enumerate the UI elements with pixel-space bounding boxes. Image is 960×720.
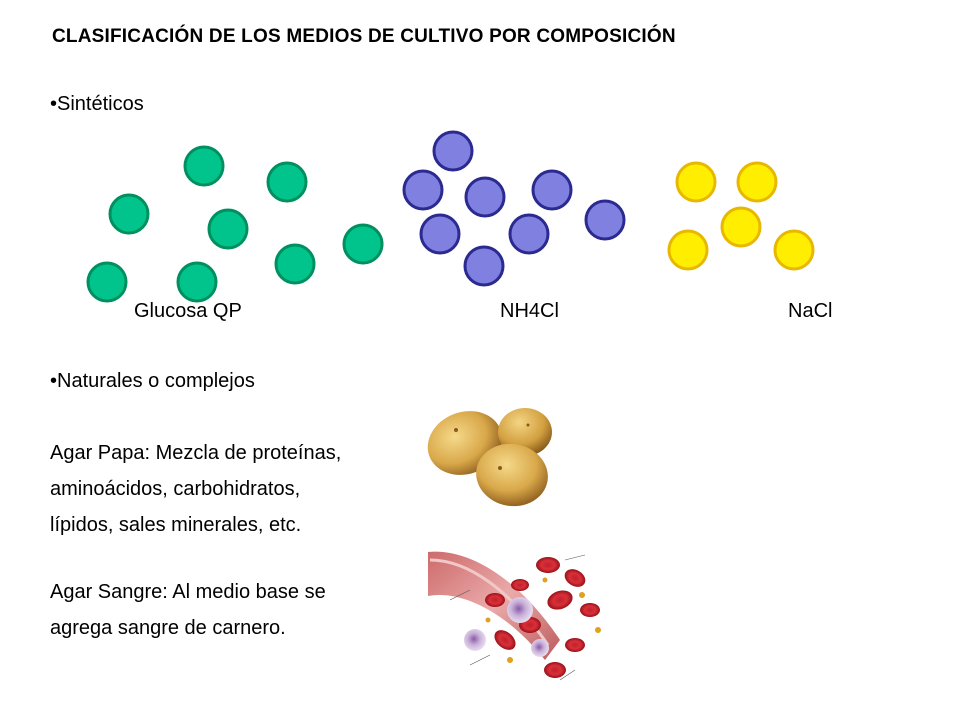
label-nacl: NaCl bbox=[788, 300, 833, 322]
glucosa-molecules bbox=[86, 145, 384, 303]
agar-papa-description: Agar Papa: Mezcla de proteínas, aminoáci… bbox=[50, 435, 341, 543]
glucosa-circle bbox=[183, 145, 225, 187]
nacl-circle bbox=[675, 161, 717, 203]
agar-papa-line: Agar Papa: Mezcla de proteínas, bbox=[50, 442, 342, 464]
glucosa-circle bbox=[176, 261, 218, 303]
nh4cl-circle bbox=[402, 169, 444, 211]
label-nh4cl: NH4Cl bbox=[500, 300, 559, 322]
nh4cl-circle bbox=[432, 130, 474, 172]
glucosa-circle bbox=[342, 223, 384, 265]
agar-sangre-description: Agar Sangre: Al medio base se agrega san… bbox=[50, 574, 326, 646]
nacl-circle bbox=[667, 229, 709, 271]
potato bbox=[476, 443, 548, 507]
slide-title: CLASIFICACIÓN DE LOS MEDIOS DE CULTIVO P… bbox=[52, 26, 676, 47]
glucosa-circle bbox=[86, 261, 128, 303]
label-glucosa: Glucosa QP bbox=[134, 300, 242, 322]
nacl-molecules bbox=[667, 161, 815, 271]
bullet-naturales: •Naturales o complejos bbox=[50, 370, 255, 392]
potatoes-image bbox=[427, 408, 552, 507]
nacl-circle bbox=[720, 206, 762, 248]
nh4cl-circle bbox=[463, 245, 505, 287]
agar-papa-line: aminoácidos, carbohidratos, bbox=[50, 478, 301, 500]
nh4cl-molecules bbox=[402, 130, 626, 287]
nh4cl-circle bbox=[464, 176, 506, 218]
glucosa-circle bbox=[207, 208, 249, 250]
glucosa-circle bbox=[108, 193, 150, 235]
glucosa-circle bbox=[266, 161, 308, 203]
blood-vessel-image bbox=[428, 551, 601, 681]
agar-sangre-line: agrega sangre de carnero. bbox=[50, 617, 286, 639]
nh4cl-circle bbox=[419, 213, 461, 255]
agar-papa-line: lípidos, sales minerales, etc. bbox=[50, 514, 302, 536]
agar-sangre-line: Agar Sangre: Al medio base se bbox=[50, 581, 326, 603]
nacl-circle bbox=[773, 229, 815, 271]
glucosa-circle bbox=[274, 243, 316, 285]
nh4cl-circle bbox=[508, 213, 550, 255]
nh4cl-circle bbox=[531, 169, 573, 211]
nacl-circle bbox=[736, 161, 778, 203]
bullet-sinteticos: •Sintéticos bbox=[50, 93, 144, 115]
nh4cl-circle bbox=[584, 199, 626, 241]
